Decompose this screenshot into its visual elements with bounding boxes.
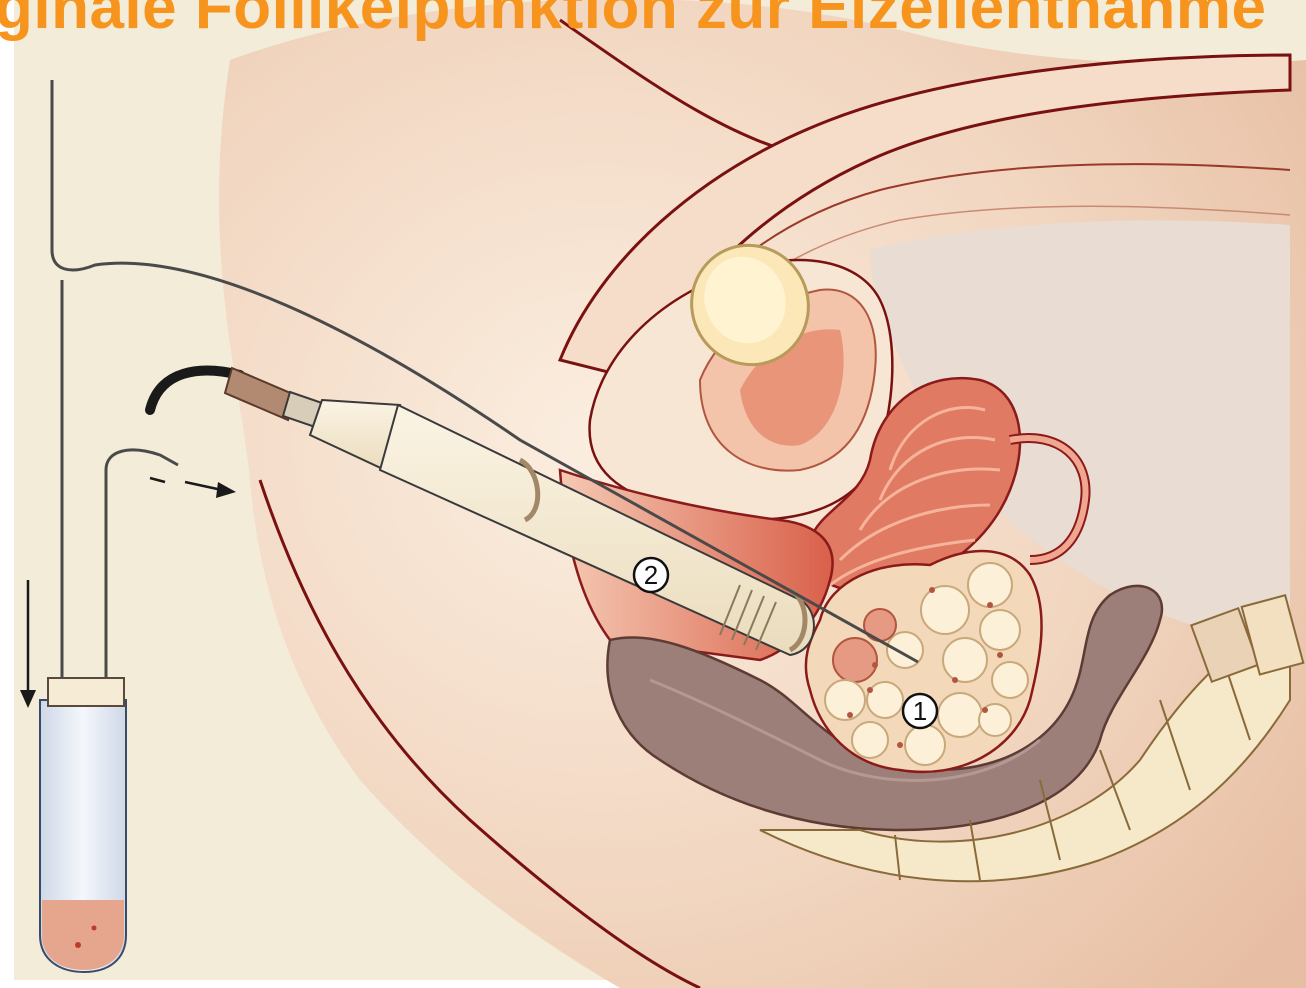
probe-marker: 2 (634, 558, 668, 592)
probe-marker-text: 2 (644, 560, 658, 590)
follicle-marker: 1 (903, 694, 937, 728)
collection-tube (40, 678, 126, 972)
figure-title: aginale Follikelpunktion zur Eizellentna… (0, 0, 1267, 43)
follicle-marker-text: 1 (913, 696, 927, 726)
